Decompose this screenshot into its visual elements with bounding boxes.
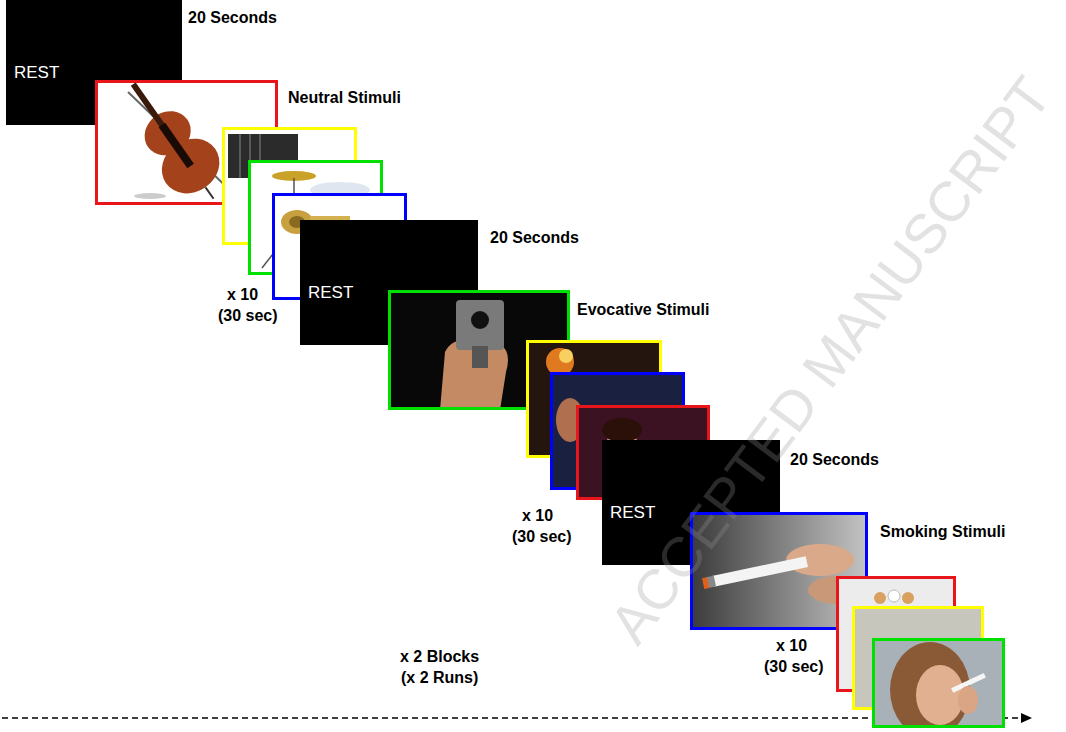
picture-shape xyxy=(786,544,854,576)
picture-shape xyxy=(852,606,984,710)
block-duration: (30 sec) xyxy=(764,657,824,676)
picture-shape xyxy=(136,102,199,164)
smoker-card xyxy=(852,606,984,710)
picture-shape xyxy=(159,123,194,169)
picture-shape xyxy=(556,398,584,442)
picture-shape xyxy=(690,512,868,630)
picture-shape xyxy=(109,80,238,205)
picture-shape xyxy=(456,300,504,350)
picture-shape xyxy=(702,556,808,589)
picture-shape xyxy=(808,576,868,604)
picture-shape xyxy=(272,171,316,181)
picture-shape xyxy=(440,340,508,410)
picture-shape xyxy=(95,80,278,205)
picture-shape xyxy=(890,642,986,728)
duration-label: 20 Seconds xyxy=(188,8,277,27)
rest-block: REST xyxy=(6,0,182,125)
picture-shape xyxy=(706,576,716,588)
picture-shape xyxy=(131,82,170,135)
condition-label: Smoking Stimuli xyxy=(880,522,1005,541)
picture-shape xyxy=(293,178,295,270)
duration-label: 20 Seconds xyxy=(790,450,879,469)
repeat-count: x 10 xyxy=(227,285,258,304)
picture-shape xyxy=(874,592,886,604)
picture-shape xyxy=(916,665,964,725)
picture-shape xyxy=(128,92,236,196)
block-duration: (30 sec) xyxy=(512,527,572,546)
picture-shape xyxy=(559,349,573,363)
block-duration: (30 sec) xyxy=(218,306,278,325)
picture-shape xyxy=(262,250,276,268)
picture-shape xyxy=(260,134,261,178)
picture-shape xyxy=(250,134,251,178)
rest-block: REST xyxy=(300,220,478,345)
picture-shape xyxy=(546,348,574,376)
picture-shape xyxy=(166,137,192,162)
picture-shape xyxy=(890,642,970,728)
block-count: x 2 Blocks xyxy=(400,647,479,666)
picture-shape xyxy=(702,544,868,604)
pack-card xyxy=(836,576,956,692)
condition-label: Evocative Stimuli xyxy=(577,300,710,319)
picture-shape xyxy=(951,673,986,693)
picture-shape xyxy=(109,80,238,205)
picture-shape xyxy=(228,134,298,178)
picture-shape xyxy=(471,311,489,329)
picture-shape xyxy=(240,134,241,178)
picture-shape xyxy=(870,606,930,626)
cigarette-card xyxy=(690,512,868,630)
picture-shape xyxy=(97,82,277,204)
picture-shape xyxy=(134,193,166,199)
picture-shape xyxy=(958,686,978,714)
picture-shape xyxy=(888,590,900,602)
repeat-count: x 10 xyxy=(522,506,553,525)
cello-card xyxy=(95,67,278,216)
picture-shape xyxy=(1021,713,1032,723)
watermark: ACCEPTED MANUSCRIPT xyxy=(596,65,1064,656)
picture-shape xyxy=(854,608,983,709)
rest-label: REST xyxy=(610,503,655,523)
picture-shape xyxy=(838,578,955,691)
picture-shape xyxy=(902,592,914,604)
duration-label: 20 Seconds xyxy=(490,228,579,247)
picture-shape xyxy=(228,134,298,178)
picture-shape xyxy=(870,590,930,626)
rest-label: REST xyxy=(14,63,59,83)
picture-shape xyxy=(874,640,1004,727)
run-count: (x 2 Runs) xyxy=(401,668,478,687)
picture-shape xyxy=(692,514,867,629)
rest-block: REST xyxy=(602,440,780,565)
picture-shape xyxy=(602,418,642,442)
woman-smoking-card xyxy=(872,638,1005,732)
picture-shape xyxy=(388,290,570,410)
picture-shape xyxy=(472,346,488,368)
picture-shape xyxy=(390,292,569,409)
picture-shape xyxy=(836,576,956,692)
picture-shape xyxy=(206,187,214,198)
repeat-count: x 10 xyxy=(776,636,807,655)
condition-label: Neutral Stimuli xyxy=(288,88,401,107)
picture-shape xyxy=(712,556,808,587)
picture-shape xyxy=(2,717,1022,719)
picture-shape xyxy=(702,577,709,589)
rest-label: REST xyxy=(308,283,353,303)
gun-card xyxy=(388,290,570,410)
picture-shape xyxy=(872,638,1005,728)
picture-shape xyxy=(151,128,230,205)
picture-shape xyxy=(556,398,584,442)
picture-shape xyxy=(310,182,370,198)
picture-shape xyxy=(546,348,574,376)
picture-shape xyxy=(440,300,508,410)
